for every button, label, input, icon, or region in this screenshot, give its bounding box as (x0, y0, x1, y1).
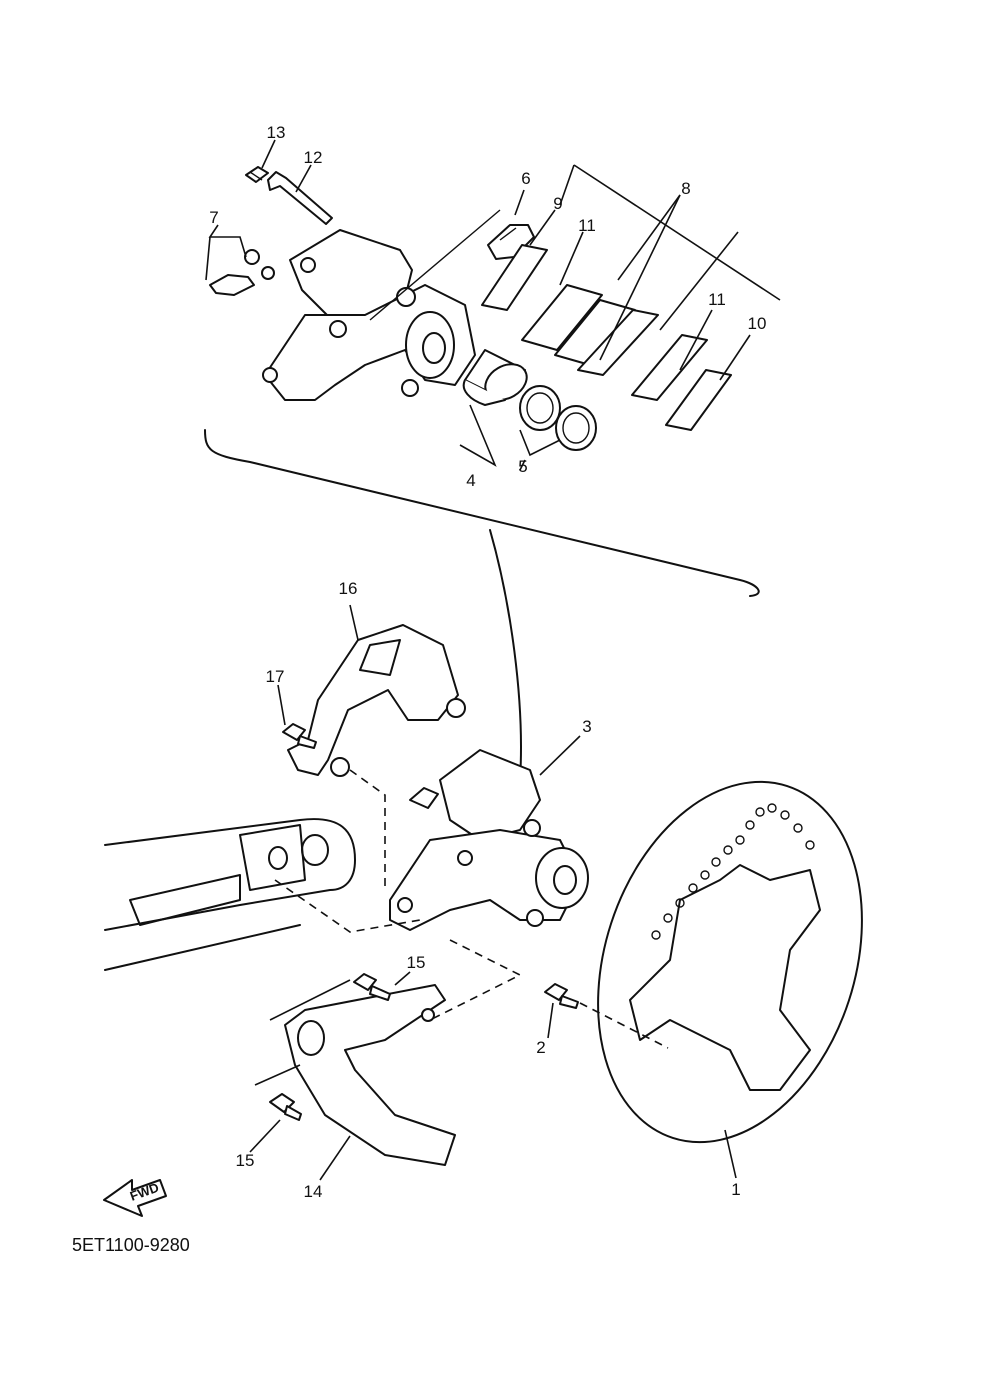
disc-bolt (544, 983, 579, 1009)
callout-numbers: 1 2 3 4 5 6 7 8 9 10 11 11 12 13 14 15 1… (209, 123, 766, 1201)
forward-direction-arrow: FWD (103, 1179, 167, 1217)
disc-vent-holes (651, 803, 815, 940)
callout-2: 2 (536, 1038, 545, 1057)
callout-5: 5 (518, 457, 527, 476)
group-bracket (204, 429, 760, 597)
brake-disc (579, 780, 863, 1144)
brake-pad-set (481, 244, 732, 431)
caliper-body (262, 229, 476, 401)
piston-seals (519, 385, 597, 451)
disc-guard (284, 984, 456, 1166)
lower-leader-lines (249, 604, 737, 1181)
bleed-valve-cap (209, 249, 275, 296)
diagram-part-code: 5ET1100-9280 (72, 1235, 190, 1255)
callout-8: 8 (681, 179, 690, 198)
callout-14: 14 (304, 1182, 323, 1201)
callout-10: 10 (748, 314, 767, 333)
callout-11-lower: 11 (708, 290, 726, 309)
callout-15-lower: 15 (236, 1151, 255, 1170)
pad-spring (487, 224, 535, 260)
callout-1: 1 (731, 1180, 740, 1199)
callout-12: 12 (304, 148, 323, 167)
callout-3: 3 (582, 717, 591, 736)
callout-4: 4 (466, 471, 475, 490)
callout-9: 9 (553, 194, 562, 213)
caliper-piston (462, 349, 528, 406)
alignment-lines (254, 769, 522, 1086)
callout-13: 13 (267, 123, 286, 142)
assembly-arrow (489, 529, 522, 781)
caliper-exploded-group (204, 166, 760, 597)
caliper-bracket (287, 624, 466, 777)
callout-15-upper: 15 (407, 953, 426, 972)
swingarm (104, 818, 356, 971)
callout-6: 6 (521, 169, 530, 188)
callout-7: 7 (209, 208, 218, 227)
callout-16: 16 (339, 579, 358, 598)
bracket-bolt (282, 723, 317, 749)
callout-17: 17 (266, 667, 285, 686)
upper-leader-lines (205, 139, 781, 471)
caliper-pin (267, 171, 333, 225)
brake-caliper-assembly (389, 749, 589, 931)
guard-bolts (269, 973, 391, 1121)
callout-11-upper: 11 (578, 216, 596, 235)
bleed-screw (245, 166, 269, 183)
